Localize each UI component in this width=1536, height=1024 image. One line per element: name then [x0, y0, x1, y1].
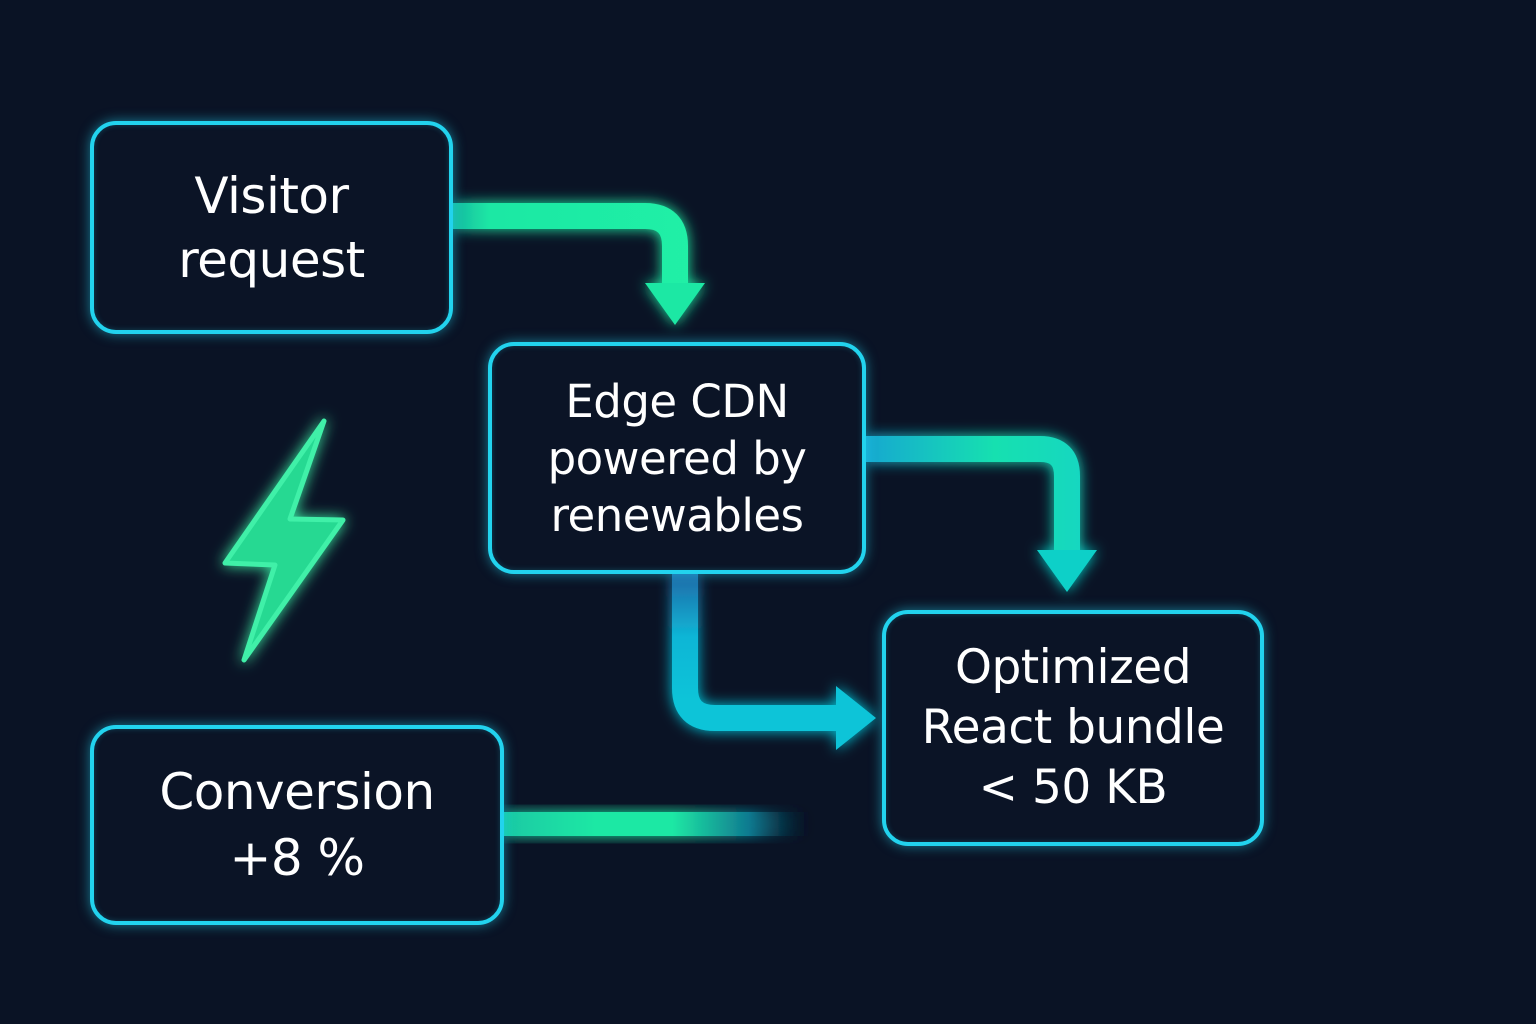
node-label: Edge CDN powered by renewables	[547, 374, 807, 542]
node-react-bundle: Optimized React bundle < 50 KB	[882, 610, 1264, 846]
arrow-cdn-to-bundle-right	[866, 436, 1097, 592]
node-conversion: Conversion +8 %	[90, 725, 504, 925]
lightning-bolt-icon	[222, 418, 346, 663]
node-label: Optimized React bundle < 50 KB	[921, 640, 1225, 815]
arrow-cdn-to-bundle-down	[672, 574, 876, 750]
node-edge-cdn: Edge CDN powered by renewables	[488, 342, 866, 574]
node-label: Visitor request	[178, 166, 365, 289]
node-label: Conversion +8 %	[159, 763, 435, 887]
node-visitor-request: Visitor request	[90, 121, 453, 334]
link-conversion-to-bundle	[504, 812, 810, 836]
arrow-visitor-to-cdn	[453, 203, 705, 325]
